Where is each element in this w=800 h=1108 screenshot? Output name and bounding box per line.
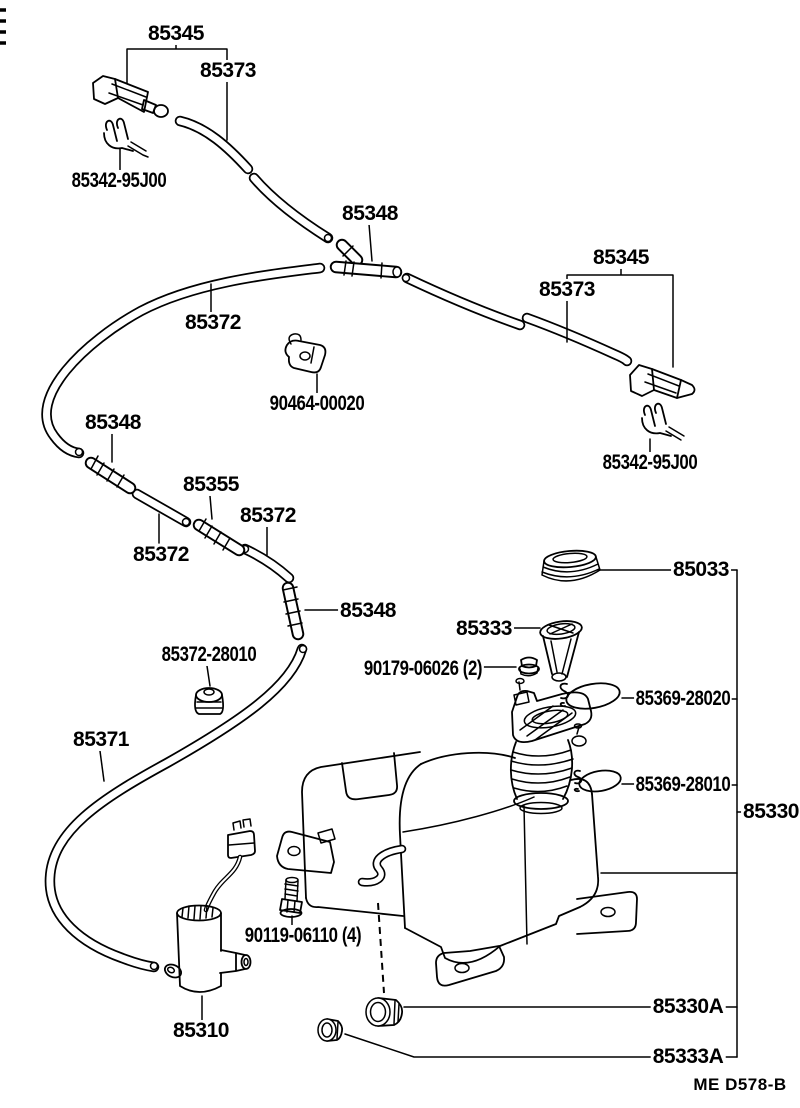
part-label-85348-c[interactable]: 85348 <box>338 598 398 623</box>
y-connector-85348-top <box>336 245 401 279</box>
washer-nozzle-right <box>629 364 696 399</box>
washer-nozzle-left <box>92 75 169 118</box>
part-label-85348-a[interactable]: 85348 <box>340 201 400 226</box>
washer-tank-art <box>276 751 638 994</box>
part-label-85371[interactable]: 85371 <box>71 727 131 752</box>
leader-lines <box>99 43 746 1058</box>
part-label-85330A[interactable]: 85330A <box>650 994 726 1019</box>
hose-85372-long <box>47 268 320 456</box>
part-label-90179-06026[interactable]: 90179-06026 (2) <box>362 656 484 681</box>
part-label-85372-b[interactable]: 85372 <box>131 542 191 567</box>
part-label-85373-a[interactable]: 85373 <box>198 58 258 83</box>
grommet-85330A-art <box>365 997 404 1027</box>
part-label-85330[interactable]: 85330 <box>741 799 800 824</box>
part-label-85345-a[interactable]: 85345 <box>146 21 206 46</box>
hose-85372-short <box>137 494 190 526</box>
part-label-85372-c[interactable]: 85372 <box>238 503 298 528</box>
part-label-85033[interactable]: 85033 <box>671 557 731 582</box>
part-label-85372-28010[interactable]: 85372-28010 <box>160 642 258 667</box>
hose-85373-left <box>180 121 332 242</box>
part-label-90464-00020[interactable]: 90464-00020 <box>268 391 366 416</box>
part-label-85333A[interactable]: 85333A <box>650 1044 726 1069</box>
connector-85355 <box>199 518 239 550</box>
hose-85372-third <box>242 546 290 579</box>
part-label-85348-b[interactable]: 85348 <box>83 410 143 435</box>
gasket-28020-art <box>559 682 621 710</box>
part-label-85342-95J00-a[interactable]: 85342-95J00 <box>70 168 168 193</box>
part-label-85342-95J00-b[interactable]: 85342-95J00 <box>601 450 699 475</box>
grommet-85333A-art <box>317 1018 344 1042</box>
clip-85342-left <box>103 117 149 158</box>
part-label-85310[interactable]: 85310 <box>171 1018 231 1043</box>
part-label-85372-a[interactable]: 85372 <box>183 310 243 335</box>
grommet-85372-28010-art <box>194 687 225 715</box>
filler-neck-art <box>509 677 593 815</box>
diagram-code: ME D578-B <box>693 1075 787 1095</box>
part-label-85373-b[interactable]: 85373 <box>537 277 597 302</box>
part-label-90119-06110[interactable]: 90119-06110 (4) <box>243 923 363 948</box>
hose-85371 <box>50 646 308 970</box>
part-label-85369-28010[interactable]: 85369-28010 <box>634 772 732 797</box>
gasket-28010-art <box>573 769 622 793</box>
filter-art <box>539 620 583 682</box>
part-label-85345-b[interactable]: 85345 <box>591 245 651 270</box>
bolt-90119-art <box>279 876 303 918</box>
clamp-90464-art <box>284 333 327 374</box>
part-label-85369-28020[interactable]: 85369-28020 <box>634 686 732 711</box>
nut-art <box>518 656 540 677</box>
hose-to-right-nozzle <box>401 275 628 362</box>
cap-art <box>541 549 601 582</box>
connector-85348-vertical <box>283 587 302 634</box>
part-label-85333[interactable]: 85333 <box>454 616 514 641</box>
page-edge-marks <box>0 8 6 45</box>
part-label-85355[interactable]: 85355 <box>181 472 241 497</box>
connector-85348-left <box>91 455 130 488</box>
clip-85342-right <box>641 402 685 441</box>
washer-pump-art <box>163 818 256 993</box>
